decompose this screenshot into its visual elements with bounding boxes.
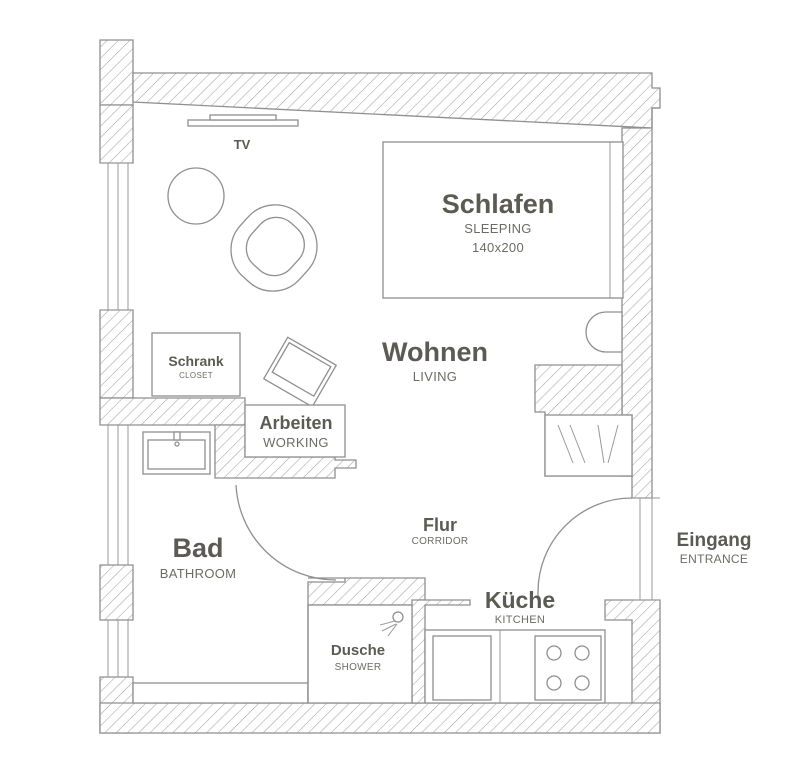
bathroom-door	[235, 484, 345, 581]
wardrobe-hangers	[544, 414, 633, 477]
living-subtitle: LIVING	[413, 369, 457, 384]
stove	[534, 635, 602, 701]
entrance-frame	[632, 497, 660, 601]
bed	[382, 141, 624, 299]
bathroom-subtitle: BATHROOM	[160, 566, 237, 581]
closet	[151, 332, 241, 397]
wall-left-mid	[99, 309, 134, 399]
corridor-subtitle: CORRIDOR	[412, 536, 469, 547]
wall-bottom	[99, 702, 661, 734]
tv	[187, 114, 299, 127]
office-chair	[262, 336, 338, 408]
working-subtitle: WORKING	[263, 435, 329, 450]
bed-size: 140x200	[472, 240, 524, 255]
desk	[244, 404, 346, 458]
working-title: Arbeiten	[259, 413, 332, 433]
sleeping-title: Schlafen	[442, 189, 555, 219]
entrance-title: Eingang	[677, 530, 752, 551]
kitchen-subtitle: KITCHEN	[495, 614, 545, 626]
bath-bottom-ledge	[132, 682, 309, 704]
closet-title: Schrank	[168, 353, 223, 369]
wall-left-upper	[99, 104, 134, 164]
tv-label: TV	[234, 137, 251, 152]
corridor-title: Flur	[423, 515, 457, 535]
wall-top-left-block	[99, 39, 134, 106]
entrance-subtitle: ENTRANCE	[680, 552, 748, 566]
wall-left-lower-a	[99, 564, 134, 621]
kitchen-sink	[432, 635, 492, 701]
bin	[585, 311, 623, 353]
shower	[307, 604, 413, 704]
wall-closet-bath	[99, 397, 246, 426]
kitchen-counter	[424, 629, 606, 704]
kitchen-title: Küche	[485, 587, 555, 613]
living-title: Wohnen	[382, 337, 488, 367]
armchair	[230, 204, 318, 292]
bath-sink	[142, 431, 211, 475]
closet-subtitle: CLOSET	[179, 371, 213, 380]
entrance-door	[537, 497, 633, 600]
shower-subtitle: SHOWER	[335, 662, 382, 673]
round-table	[167, 167, 225, 225]
bathroom-title: Bad	[172, 533, 223, 563]
windows-left	[100, 162, 133, 677]
sleeping-subtitle: SLEEPING	[464, 221, 531, 236]
shower-title: Dusche	[331, 642, 385, 659]
